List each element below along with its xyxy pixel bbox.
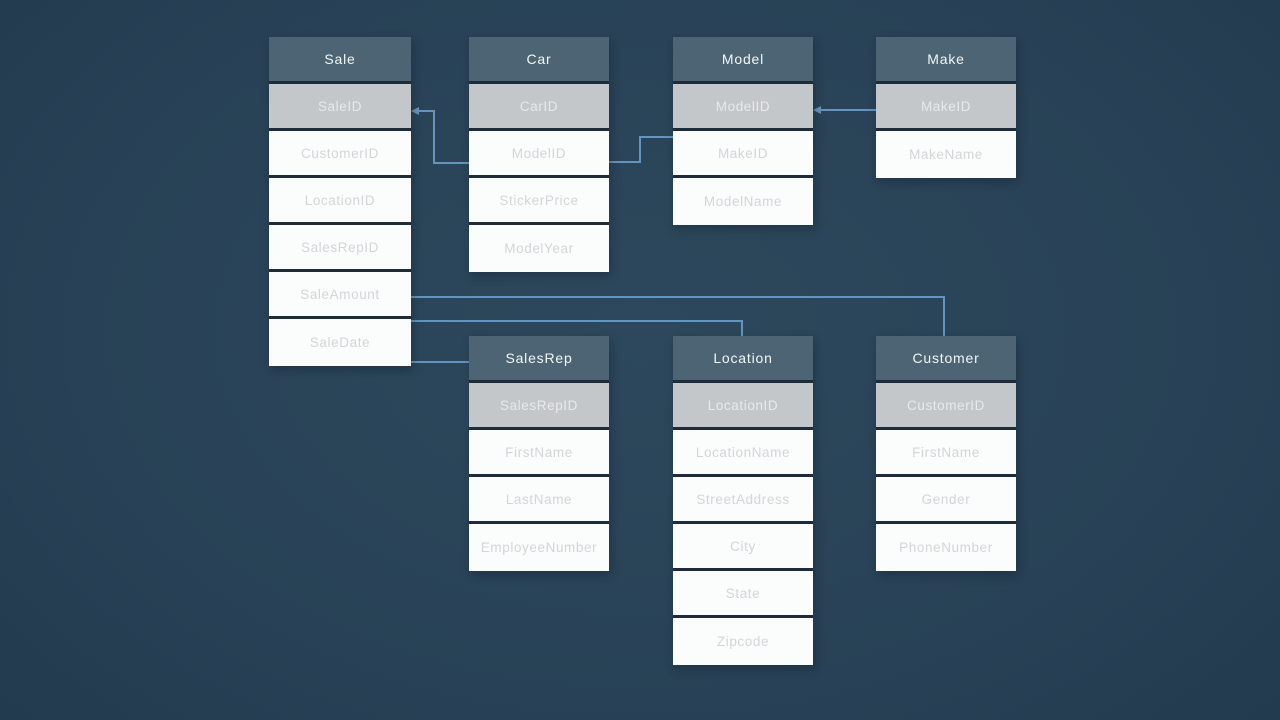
table-location-title: Location xyxy=(673,336,813,383)
field-location-locationid: LocationID xyxy=(673,383,813,430)
connector-segment xyxy=(411,296,945,298)
connector-segment xyxy=(411,361,469,363)
field-customer-phonenumber: PhoneNumber xyxy=(876,524,1016,571)
field-sale-salesrepid: SalesRepID xyxy=(269,225,411,272)
connector-segment xyxy=(818,109,876,111)
field-make-makeid: MakeID xyxy=(876,84,1016,131)
field-model-modelname: ModelName xyxy=(673,178,813,225)
table-model-title: Model xyxy=(673,37,813,84)
field-car-modelid: ModelID xyxy=(469,131,609,178)
field-location-zipcode: Zipcode xyxy=(673,618,813,665)
field-customer-gender: Gender xyxy=(876,477,1016,524)
field-car-carid: CarID xyxy=(469,84,609,131)
table-customer: Customer CustomerID FirstName Gender Pho… xyxy=(876,336,1016,571)
connector-segment xyxy=(609,161,641,163)
field-salesrep-employeenumber: EmployeeNumber xyxy=(469,524,609,571)
connector-segment xyxy=(411,320,743,322)
connector-segment xyxy=(639,136,641,163)
connector-arrowhead-icon xyxy=(813,106,821,114)
field-salesrep-salesrepid: SalesRepID xyxy=(469,383,609,430)
table-model: Model ModelID MakeID ModelName xyxy=(673,37,813,225)
field-location-state: State xyxy=(673,571,813,618)
field-car-modelyear: ModelYear xyxy=(469,225,609,272)
connector-segment xyxy=(943,296,945,343)
table-sale: Sale SaleID CustomerID LocationID SalesR… xyxy=(269,37,411,366)
table-car-title: Car xyxy=(469,37,609,84)
field-sale-customerid: CustomerID xyxy=(269,131,411,178)
field-make-makename: MakeName xyxy=(876,131,1016,178)
connector-segment xyxy=(639,136,673,138)
table-location: Location LocationID LocationName StreetA… xyxy=(673,336,813,665)
connector-arrowhead-icon xyxy=(411,107,419,115)
table-salesrep: SalesRep SalesRepID FirstName LastName E… xyxy=(469,336,609,571)
connector-segment xyxy=(433,162,469,164)
field-car-stickerprice: StickerPrice xyxy=(469,178,609,225)
field-sale-saleamount: SaleAmount xyxy=(269,272,411,319)
field-location-locationname: LocationName xyxy=(673,430,813,477)
table-salesrep-title: SalesRep xyxy=(469,336,609,383)
table-make: Make MakeID MakeName xyxy=(876,37,1016,178)
table-make-title: Make xyxy=(876,37,1016,84)
field-customer-firstname: FirstName xyxy=(876,430,1016,477)
connector-segment xyxy=(433,110,435,164)
field-sale-saledate: SaleDate xyxy=(269,319,411,366)
table-sale-title: Sale xyxy=(269,37,411,84)
field-sale-locationid: LocationID xyxy=(269,178,411,225)
connector-segment xyxy=(416,110,435,112)
field-location-streetaddress: StreetAddress xyxy=(673,477,813,524)
connector-segment xyxy=(741,320,743,343)
field-sale-saleid: SaleID xyxy=(269,84,411,131)
field-model-modelid: ModelID xyxy=(673,84,813,131)
field-location-city: City xyxy=(673,524,813,571)
table-customer-title: Customer xyxy=(876,336,1016,383)
field-model-makeid: MakeID xyxy=(673,131,813,178)
field-salesrep-firstname: FirstName xyxy=(469,430,609,477)
field-salesrep-lastname: LastName xyxy=(469,477,609,524)
field-customer-customerid: CustomerID xyxy=(876,383,1016,430)
table-car: Car CarID ModelID StickerPrice ModelYear xyxy=(469,37,609,272)
